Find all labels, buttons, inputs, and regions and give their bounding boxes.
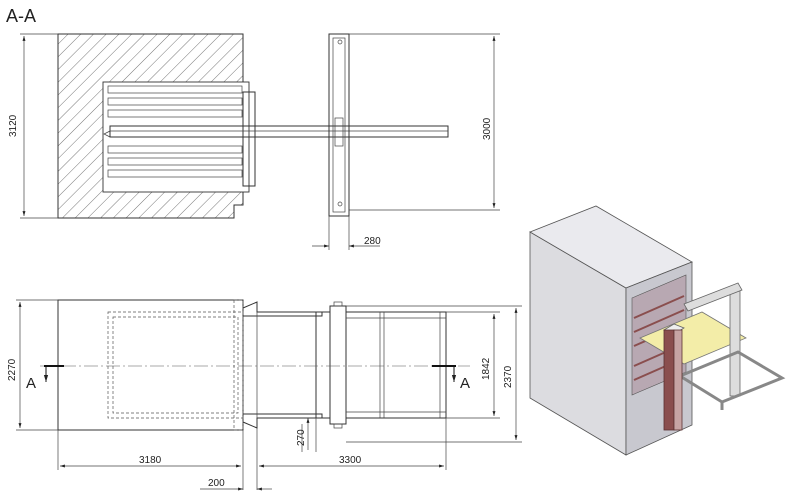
shelf-stack [107, 85, 243, 178]
dim-frame-height: 3000 [482, 117, 493, 140]
front-column [663, 323, 685, 431]
section-marker-left: A [26, 365, 64, 392]
section-title: A-A [6, 6, 36, 26]
dim-frame-depth: 270 [296, 429, 307, 446]
dim-chamber-length: 3180 [139, 455, 162, 466]
door-frame [242, 91, 256, 187]
dim-plan-inner-width: 1842 [481, 357, 492, 380]
vertical-frame [328, 33, 350, 217]
plan-view: A A 2270 1842 2370 270 3180 [7, 299, 522, 491]
extended-rail [103, 125, 449, 138]
dim-plan-width: 2270 [7, 358, 18, 381]
dim-extension-length: 3300 [339, 455, 362, 466]
dim-side-height: 3120 [8, 114, 19, 137]
dim-plan-total-width: 2370 [503, 365, 514, 388]
svg-text:A: A [26, 375, 36, 392]
extended-rack [345, 311, 447, 419]
isometric-view [529, 205, 786, 456]
frame-columns [315, 301, 347, 429]
section-view: 3120 3000 280 [8, 33, 500, 250]
section-marker-right: A [432, 365, 470, 392]
telescopic-tracks [242, 301, 323, 429]
chamber-inner-dashed [107, 311, 244, 419]
chamber-outline [57, 299, 244, 431]
dim-frame-offset: 280 [364, 236, 381, 247]
svg-text:A: A [460, 375, 470, 392]
dim-gap: 200 [208, 478, 225, 489]
